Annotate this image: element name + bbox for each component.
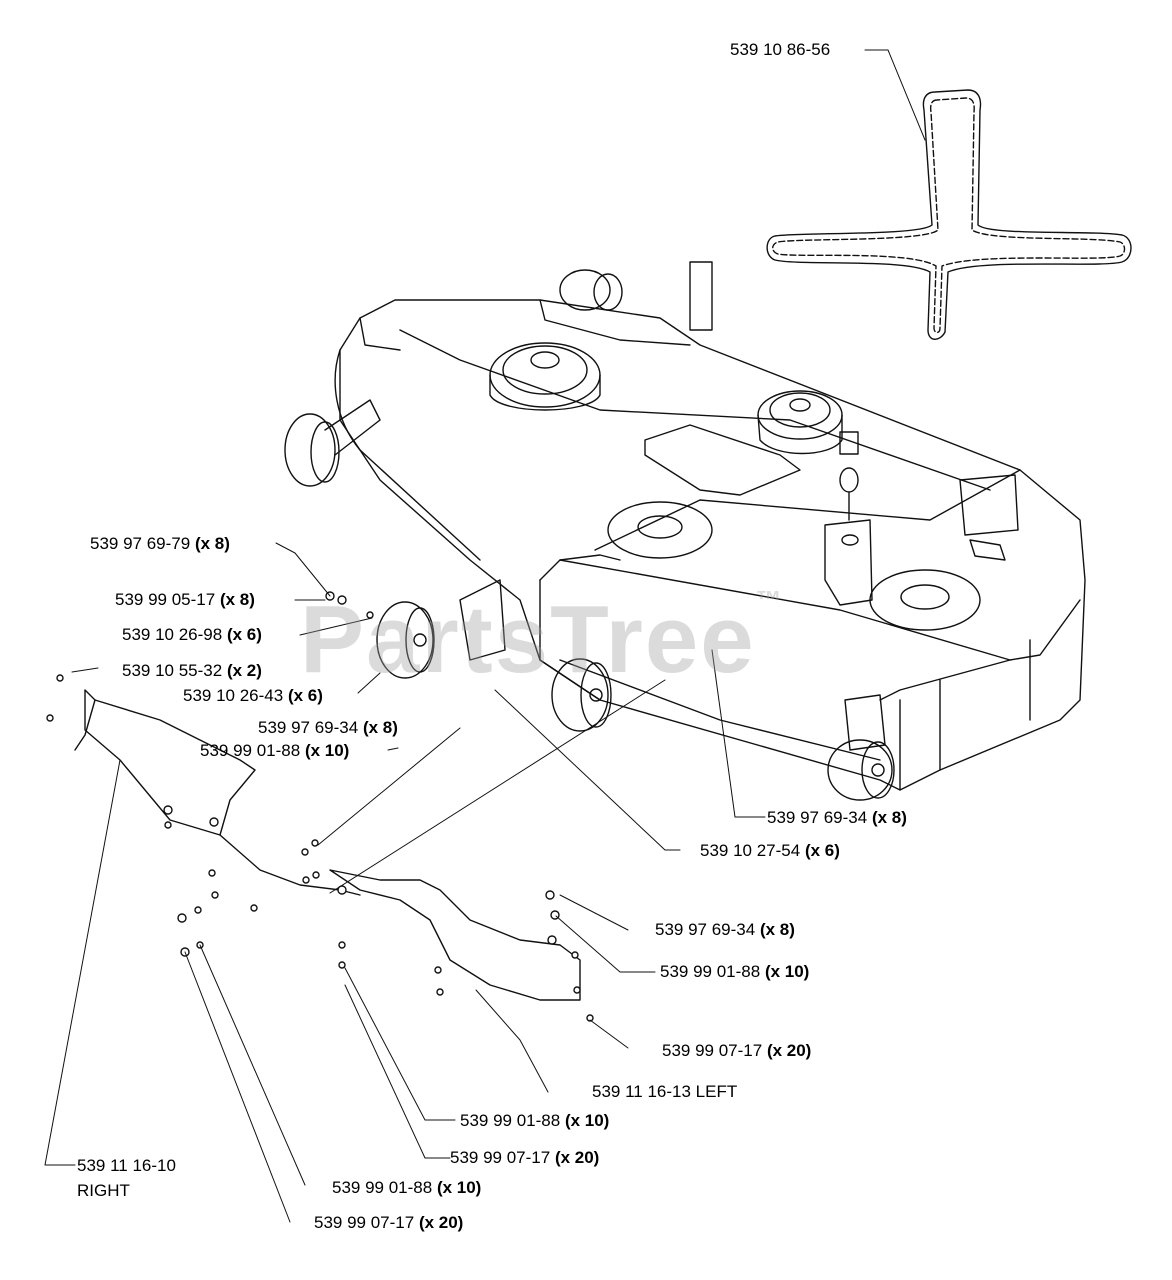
drive-belt: [766, 89, 1132, 340]
callout-belt[interactable]: 539 10 86-56: [730, 40, 830, 60]
part-number: 539 10 55-32: [122, 661, 223, 680]
callout-c5[interactable]: 539 10 26-43 (x 6): [183, 686, 323, 706]
part-qty: (x 6): [804, 841, 840, 860]
part-qty: (x 20): [418, 1213, 464, 1232]
part-number: 539 10 86-56: [730, 40, 831, 59]
right-spindle-plate: [869, 569, 981, 631]
part-number: 539 11 16-10: [77, 1156, 176, 1175]
part-number: 539 99 07-17: [662, 1041, 763, 1060]
part-side: RIGHT: [77, 1181, 130, 1200]
part-qty: (x 20): [766, 1041, 812, 1060]
part-number: 539 10 27-54: [700, 841, 801, 860]
callout-c18[interactable]: 539 99 07-17 (x 20): [314, 1213, 463, 1233]
watermark: PartsTree™: [300, 585, 784, 695]
part-number: 539 99 01-88: [660, 962, 761, 981]
front-center-wheel: [551, 658, 612, 732]
part-qty: (x 8): [759, 920, 795, 939]
mower-deck: [334, 299, 1086, 791]
callout-c7[interactable]: 539 99 01-88 (x 10): [200, 741, 349, 761]
callout-c14[interactable]: 539 99 01-88 (x 10): [460, 1111, 609, 1131]
callout-c11[interactable]: 539 99 01-88 (x 10): [660, 962, 809, 982]
callout-c2[interactable]: 539 99 05-17 (x 8): [115, 590, 255, 610]
part-qty: (x 10): [304, 741, 350, 760]
rear-bracket: [689, 261, 713, 331]
right-pulley: [757, 390, 843, 455]
callout-c13[interactable]: 539 11 16-13 LEFT: [592, 1082, 737, 1102]
part-number: 539 99 01-88: [332, 1178, 433, 1197]
part-number: 539 99 07-17: [450, 1148, 551, 1167]
part-number: 539 97 69-34: [655, 920, 756, 939]
callout-c17[interactable]: 539 99 01-88 (x 10): [332, 1178, 481, 1198]
callout-c1[interactable]: 539 97 69-79 (x 8): [90, 534, 230, 554]
part-number: 539 97 69-34: [258, 718, 359, 737]
front-right-wheel: [827, 694, 895, 801]
part-number: 539 99 07-17: [314, 1213, 415, 1232]
watermark-trademark: ™: [755, 585, 784, 615]
left-baffle: [329, 869, 581, 1001]
front-left-wheel: [376, 601, 435, 679]
callout-c3[interactable]: 539 10 26-98 (x 6): [122, 625, 262, 645]
callout-c9[interactable]: 539 10 27-54 (x 6): [700, 841, 840, 861]
part-number: 539 99 01-88: [200, 741, 301, 760]
part-number: 539 11 16-13 LEFT: [592, 1082, 738, 1101]
part-qty: (x 6): [287, 686, 323, 705]
part-number: 539 99 05-17: [115, 590, 216, 609]
part-qty: (x 6): [226, 625, 262, 644]
part-number: 539 10 26-98: [122, 625, 223, 644]
part-number: 539 97 69-79: [90, 534, 191, 553]
part-qty: (x 10): [436, 1178, 482, 1197]
part-qty: (x 2): [226, 661, 262, 680]
part-number: 539 99 01-88: [460, 1111, 561, 1130]
callout-c6[interactable]: 539 97 69-34 (x 8): [258, 718, 398, 738]
left-spindle-plate: [607, 501, 713, 559]
watermark-text: PartsTree: [300, 586, 756, 693]
part-qty: (x 20): [554, 1148, 600, 1167]
right-baffle: [74, 689, 361, 896]
left-wheel: [284, 399, 381, 487]
part-qty: (x 10): [764, 962, 810, 981]
part-qty: (x 8): [194, 534, 230, 553]
part-number: 539 10 26-43: [183, 686, 284, 705]
part-qty: (x 8): [362, 718, 398, 737]
callout-c15[interactable]: 539 99 07-17 (x 20): [450, 1148, 599, 1168]
part-qty: (x 8): [219, 590, 255, 609]
callout-c12[interactable]: 539 99 07-17 (x 20): [662, 1041, 811, 1061]
callout-c4[interactable]: 539 10 55-32 (x 2): [122, 661, 262, 681]
rear-left-wheel: [559, 269, 623, 311]
part-number: 539 97 69-34: [767, 808, 868, 827]
left-pulley: [489, 342, 601, 411]
part-qty: (x 8): [871, 808, 907, 827]
callout-c10[interactable]: 539 97 69-34 (x 8): [655, 920, 795, 940]
callout-c8[interactable]: 539 97 69-34 (x 8): [767, 808, 907, 828]
leader-lines: [44, 49, 926, 1223]
part-qty: (x 10): [564, 1111, 610, 1130]
idler-arm: [824, 431, 873, 606]
callout-c16[interactable]: 539 11 16-10 RIGHT: [77, 1156, 176, 1201]
